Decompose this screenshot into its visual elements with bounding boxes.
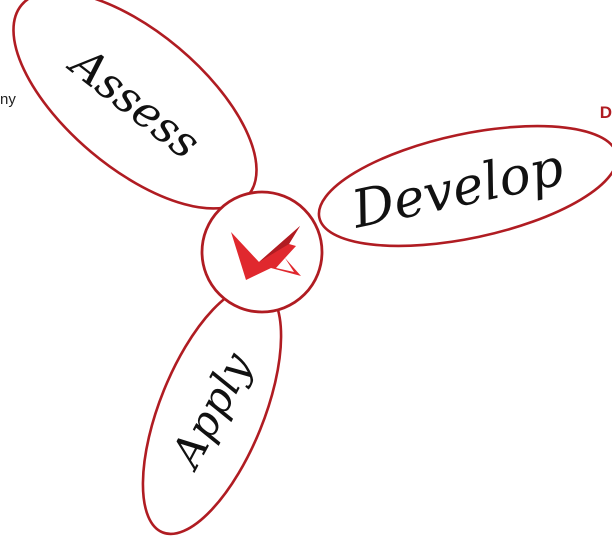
red-bird-logo-icon [231,226,301,280]
petal-develop-outline [317,124,612,248]
hub [200,190,324,314]
hub-circle [200,190,324,314]
petal-develop [317,124,612,248]
edge-text-left: ny [0,91,16,108]
edge-text-right: D [599,103,612,122]
